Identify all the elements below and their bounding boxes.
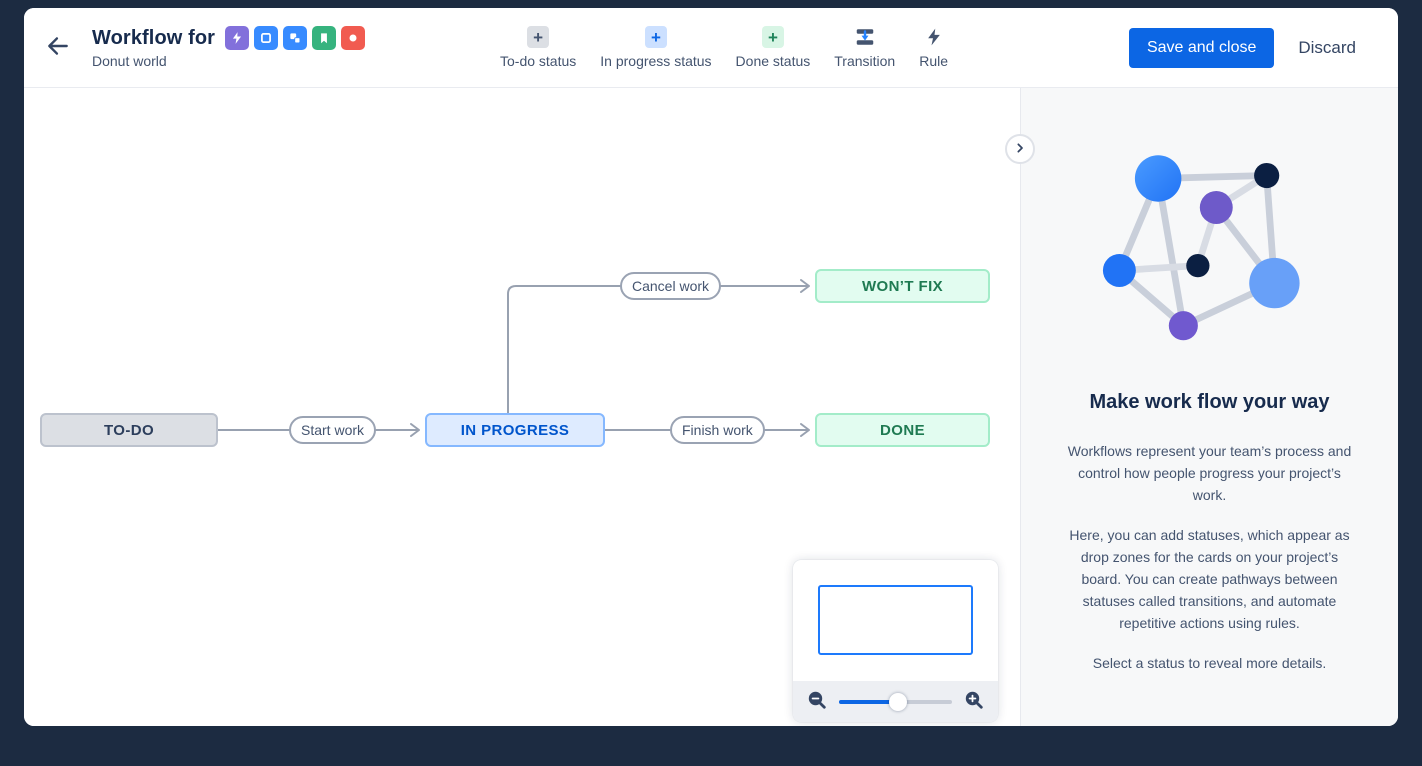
issue-type-icons: [225, 26, 366, 50]
add-done-plus-icon: +: [761, 26, 784, 48]
task-icon: [254, 26, 279, 50]
add-in-progress-status-button[interactable]: + In progress status: [598, 24, 713, 71]
story-icon: [312, 26, 337, 50]
transition-pill-cancel-work[interactable]: Cancel work: [620, 272, 722, 300]
transition-label: Transition: [834, 53, 896, 69]
epic-icon: [225, 26, 250, 50]
page-title: Workflow for: [92, 26, 216, 49]
sidebar-description: Workflows represent your team’s process …: [1064, 440, 1356, 674]
sidebar-paragraph-1: Workflows represent your team’s process …: [1067, 443, 1352, 503]
save-and-close-button[interactable]: Save and close: [1128, 27, 1275, 68]
arrowhead-finish-work: [800, 423, 810, 437]
edge-cancel-work: [507, 285, 809, 414]
discard-button[interactable]: Discard: [1288, 30, 1366, 66]
zoom-slider-fill: [839, 699, 898, 704]
arrowhead-cancel-work: [800, 279, 810, 293]
in-progress-status-label: In progress status: [600, 53, 712, 69]
chevron-right-icon: [1012, 140, 1028, 159]
zoom-out-icon: [807, 690, 827, 713]
transition-pill-start-work[interactable]: Start work: [289, 416, 377, 444]
sidebar-paragraph-2: Here, you can add statuses, which appear…: [1069, 527, 1350, 631]
minimap: [793, 560, 998, 722]
zoom-slider[interactable]: [839, 692, 952, 711]
sidebar-paragraph-3: Select a status to reveal more details.: [1092, 655, 1327, 671]
status-node-done[interactable]: DONE: [815, 413, 990, 447]
todo-status-label: To-do status: [500, 53, 577, 69]
subtask-icon: [283, 26, 308, 50]
header: Workflow for: [24, 8, 1398, 88]
title-block: Workflow for: [92, 26, 366, 69]
back-button[interactable]: [38, 28, 78, 68]
done-status-label: Done status: [735, 53, 811, 69]
zoom-out-button[interactable]: [805, 688, 829, 715]
zoom-in-button[interactable]: [962, 688, 986, 715]
add-todo-plus-icon: +: [527, 26, 550, 48]
add-transition-button[interactable]: Transition: [832, 24, 897, 71]
add-rule-button[interactable]: Rule: [917, 24, 950, 71]
rule-label: Rule: [919, 53, 949, 69]
status-node-wont-fix[interactable]: WON’T FIX: [815, 269, 990, 303]
add-in-progress-plus-icon: +: [644, 26, 667, 48]
zoom-slider-handle[interactable]: [888, 692, 907, 711]
sidebar-heading: Make work flow your way: [1089, 391, 1330, 413]
toolbar: + To-do status + In progress status + Do…: [498, 8, 950, 87]
arrowhead-start-work: [410, 423, 420, 437]
add-done-status-button[interactable]: + Done status: [734, 24, 813, 71]
minimap-viewport[interactable]: [818, 585, 973, 655]
zoom-in-icon: [964, 690, 984, 713]
add-todo-status-button[interactable]: + To-do status: [498, 24, 578, 71]
transition-icon: [854, 26, 876, 48]
back-arrow-icon: [45, 33, 71, 62]
workflow-canvas[interactable]: TO-DO IN PROGRESS DONE WON’T FIX Start w…: [24, 88, 1035, 726]
info-sidebar: Make work flow your way Workflows repres…: [1020, 88, 1398, 726]
bug-icon: [341, 26, 366, 50]
rule-lightning-icon: [923, 26, 945, 48]
network-graph-illustration: [1092, 130, 1327, 353]
minimap-zoom-strip: [793, 681, 998, 722]
transition-pill-finish-work[interactable]: Finish work: [670, 416, 765, 444]
status-node-in-progress[interactable]: IN PROGRESS: [425, 413, 605, 447]
workflow-subtitle: Donut world: [92, 53, 167, 69]
header-actions: Save and close Discard: [1128, 27, 1398, 68]
sidebar-collapse-button[interactable]: [1005, 134, 1035, 164]
status-node-todo[interactable]: TO-DO: [40, 413, 218, 447]
workflow-editor-window: Workflow for: [24, 8, 1398, 726]
content-area: TO-DO IN PROGRESS DONE WON’T FIX Start w…: [24, 88, 1398, 726]
